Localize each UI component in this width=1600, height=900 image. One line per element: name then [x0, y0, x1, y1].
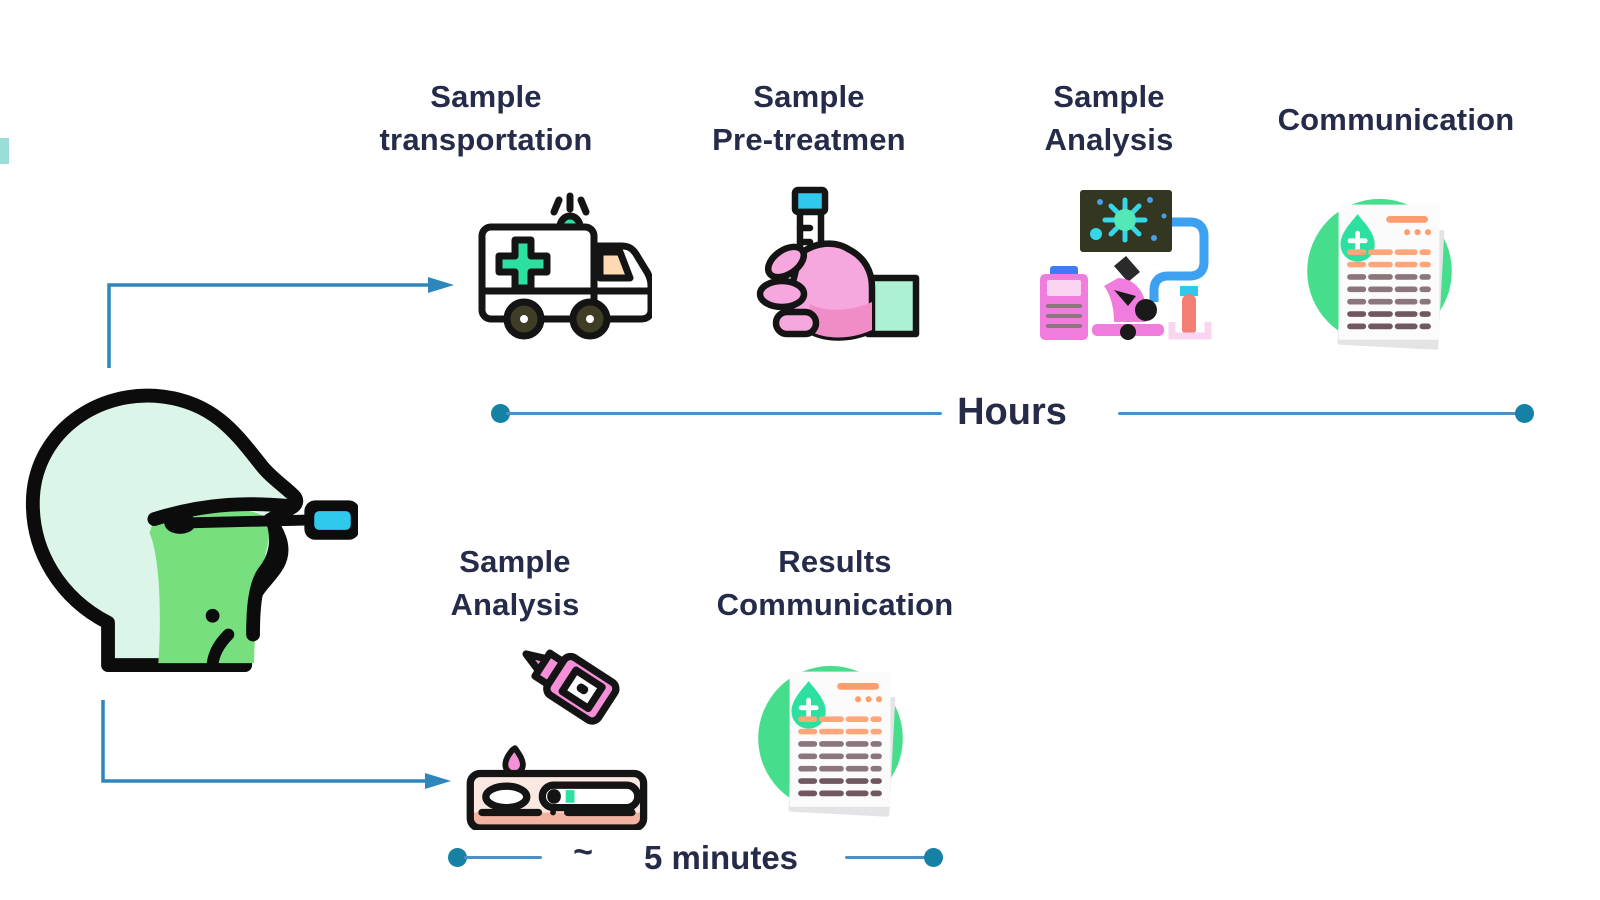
timeline-line-bottom-left: [464, 856, 542, 859]
throat-swab-head-icon: [8, 376, 358, 672]
results-report-icon: [748, 645, 913, 821]
step-label-line: Results: [778, 544, 892, 579]
step-label-line: Sample: [1053, 79, 1165, 114]
step-label-sample-analysis-bottom: Sample Analysis: [450, 541, 579, 627]
step-label-line: Communication: [716, 586, 954, 622]
step-label-line: Communication: [1277, 102, 1515, 137]
timeline-line-top-left: [506, 412, 942, 415]
timeline-duration-hours: Hours: [957, 391, 1067, 433]
results-report-icon: [1297, 178, 1462, 354]
timeline-approx-tilde: ~: [573, 833, 593, 871]
timeline-dot-start-bottom: [448, 848, 467, 867]
left-edge-mark: [0, 138, 9, 164]
step-label-line: Sample: [430, 79, 542, 114]
step-label-sample-analysis-top: Sample Analysis: [1044, 76, 1173, 162]
arrow-to-lab-workflow: [107, 277, 454, 368]
step-label-communication: Communication: [1278, 99, 1515, 142]
step-label-sample-pretreatment: Sample Pre-treatmen: [712, 76, 906, 162]
step-label-sample-transportation: Sample transportation: [380, 76, 593, 162]
rapid-test-cassette-icon: [450, 645, 660, 830]
lab-analysis-microscope-icon: [1030, 182, 1220, 347]
timeline-duration-5-minutes: 5 minutes: [643, 839, 799, 876]
timeline-dot-start-top: [491, 404, 510, 423]
hand-holding-test-tube-icon: [740, 182, 920, 342]
timeline-line-top-right: [1118, 412, 1518, 415]
step-label-line: Analysis: [450, 586, 580, 622]
step-label-line: Sample: [753, 79, 865, 114]
timeline-dot-end-bottom: [924, 848, 943, 867]
timeline-line-bottom-right: [845, 856, 927, 859]
ambulance-icon: [462, 190, 652, 350]
step-label-line: Pre-treatmen: [712, 121, 906, 157]
timeline-dot-end-top: [1515, 404, 1534, 423]
step-label-line: transportation: [379, 121, 593, 157]
step-label-results-communication: Results Communication: [717, 541, 954, 627]
arrow-to-rapid-workflow: [101, 700, 451, 789]
step-label-line: Analysis: [1044, 121, 1174, 157]
step-label-line: Sample: [459, 544, 571, 579]
